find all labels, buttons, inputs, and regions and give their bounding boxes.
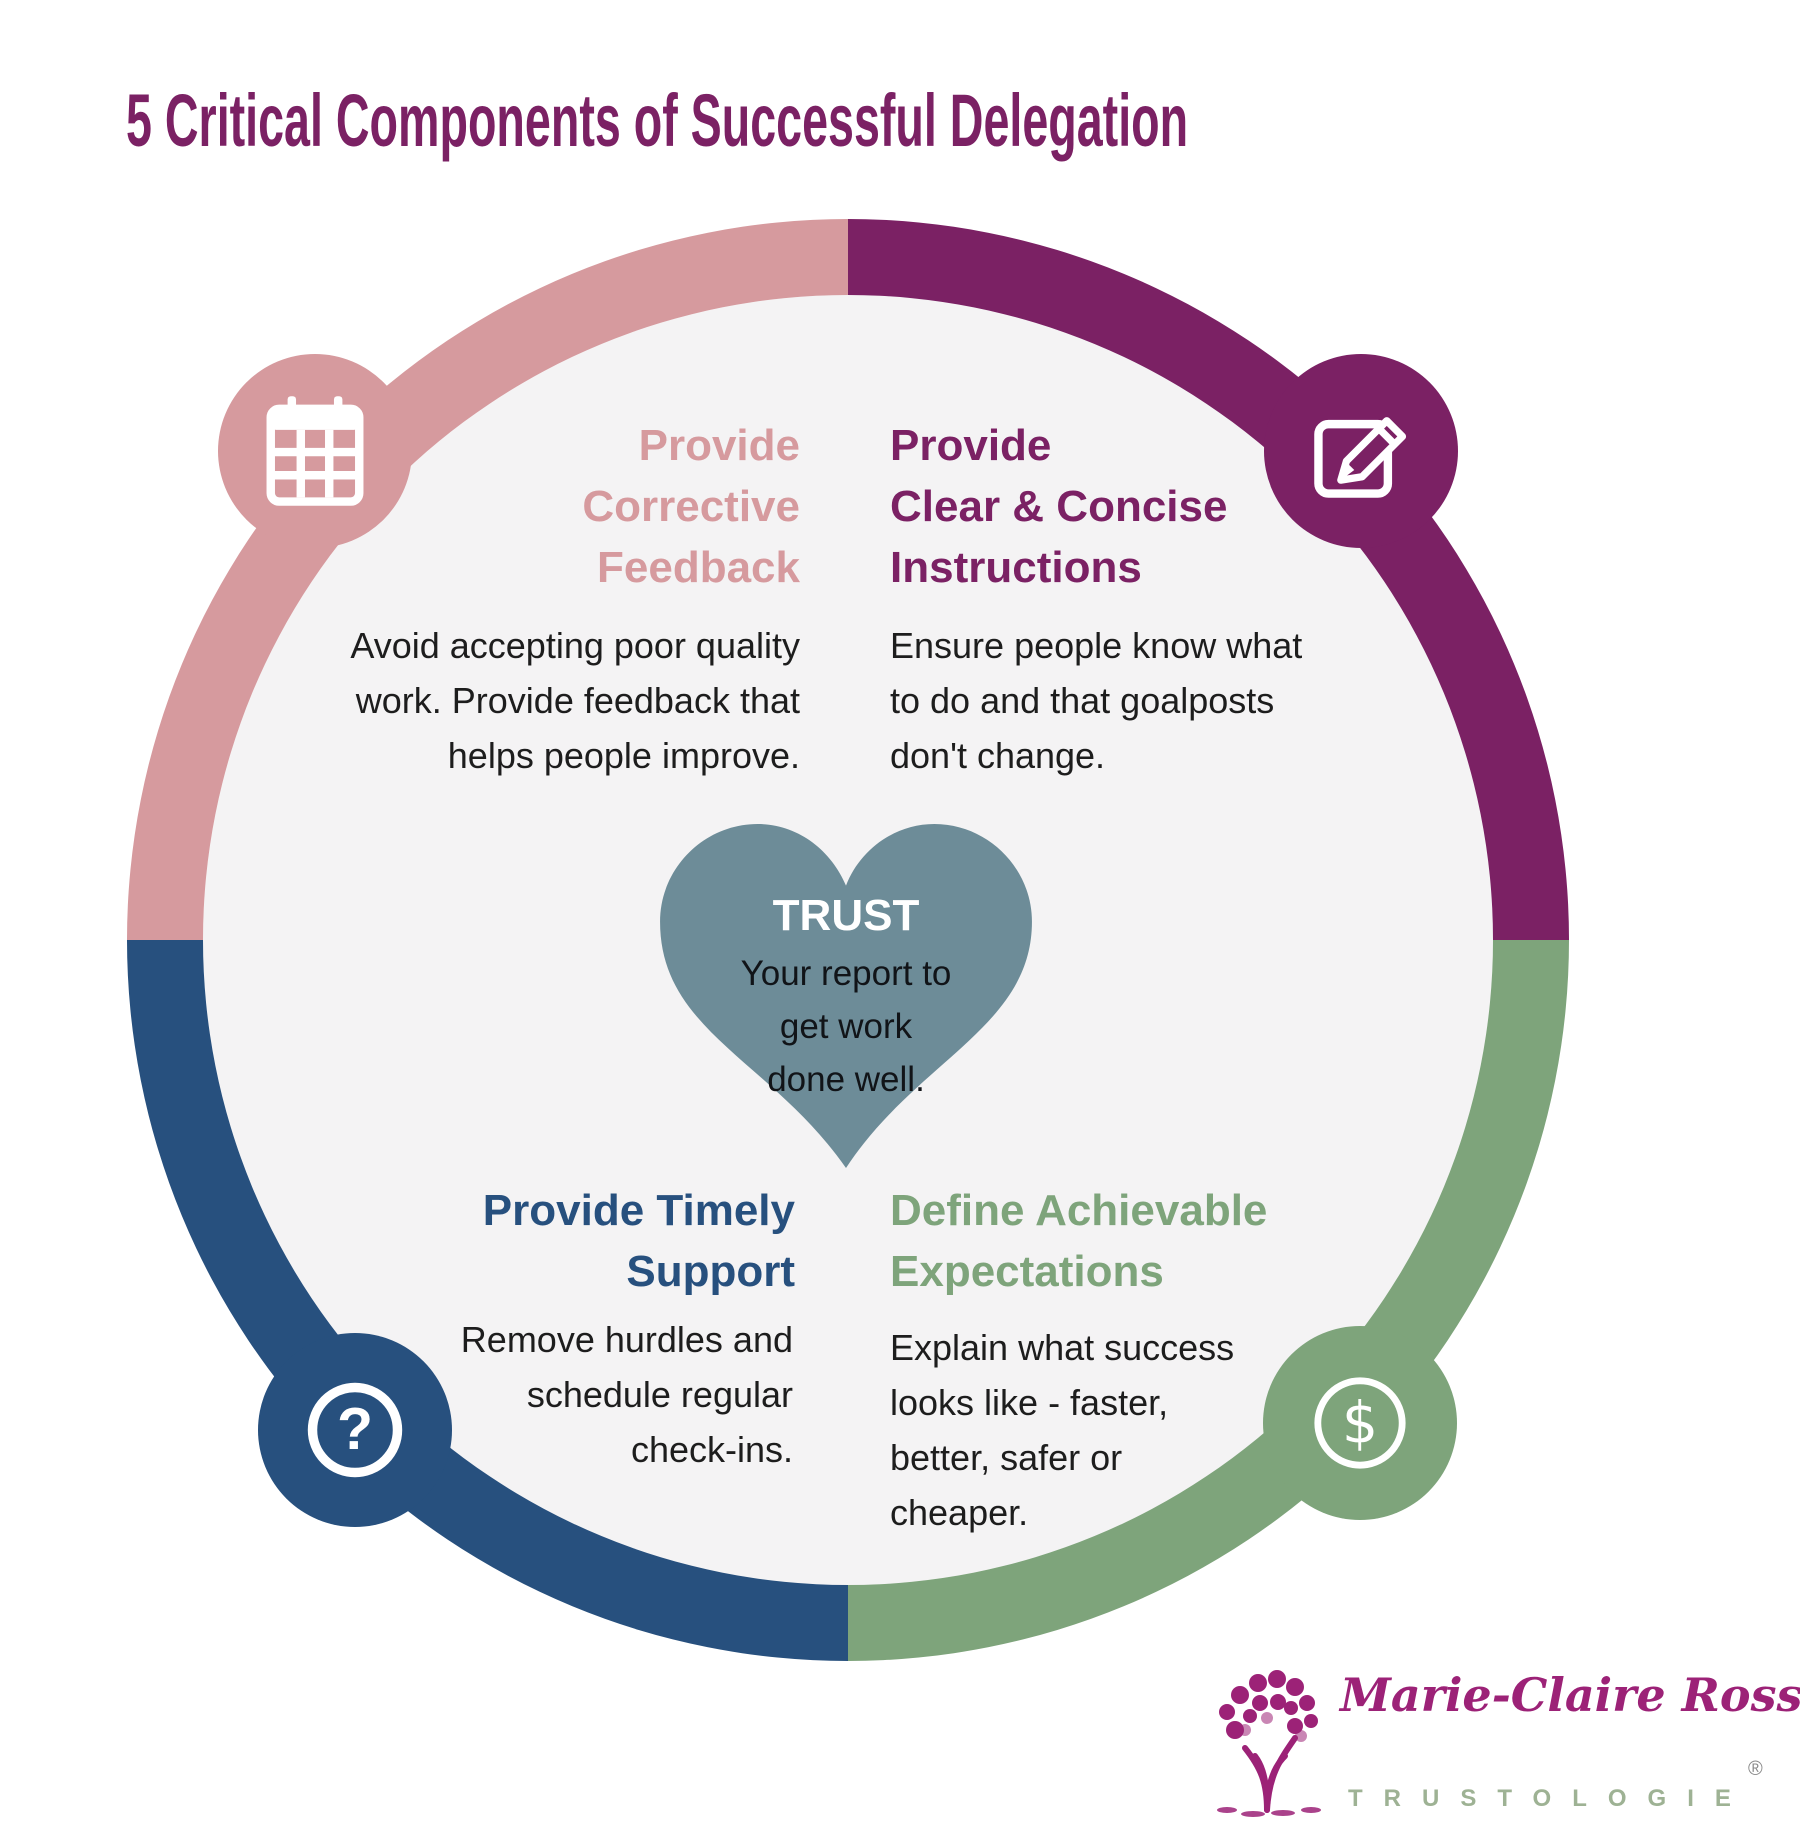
trust-heart-text: TRUST Your report to get work done well.	[646, 891, 1046, 1106]
page-title: 5 Critical Components of Successful Dele…	[126, 79, 1189, 162]
badge-clear-instructions	[1264, 354, 1458, 548]
registered-trademark-icon: ®	[1748, 1758, 1763, 1780]
ring-segment-top-right	[848, 219, 1569, 940]
brand-logo: Marie-Claire Ross ® TRUSTOLOGIE	[1200, 1650, 1800, 1830]
question-glyph: ?	[337, 1396, 373, 1462]
trust-heading: TRUST	[772, 891, 920, 940]
logo-wordmark-text: TRUSTOLOGIE	[1348, 1785, 1752, 1812]
logo-name-text: Marie-Claire Ross	[1340, 1668, 1800, 1722]
badge-timely-support: ?	[258, 1333, 452, 1527]
dollar-glyph: $	[1342, 1390, 1378, 1456]
ring-segment-bottom-right	[848, 940, 1569, 1661]
heading-timely-support: Provide Timely Support	[482, 1186, 795, 1296]
edit-icon	[1314, 417, 1407, 498]
tree-logo-icon	[1217, 1670, 1321, 1817]
heading-clear-instructions: Provide Clear & Concise Instructions	[890, 421, 1228, 592]
heading-achievable-expectations: Define Achievable Expectations	[890, 1186, 1268, 1296]
body-clear-instructions: Ensure people know what to do and that g…	[890, 625, 1303, 776]
heading-corrective-feedback: Provide Corrective Feedback	[582, 421, 800, 592]
body-corrective-feedback: Avoid accepting poor quality work. Provi…	[350, 625, 800, 776]
calendar-icon	[266, 396, 364, 506]
badge-achievable-expectations: $	[1263, 1326, 1457, 1520]
trust-body: Your report to get work done well.	[740, 954, 952, 1099]
body-timely-support: Remove hurdles and schedule regular chec…	[460, 1319, 793, 1470]
ring-segment-bottom-left	[127, 940, 848, 1661]
ring-segment-top-left	[127, 219, 848, 940]
badge-corrective-feedback	[218, 354, 412, 548]
body-achievable-expectations: Explain what success looks like - faster…	[890, 1327, 1235, 1533]
trust-heart-shape	[660, 824, 1032, 1168]
heart-fill	[660, 824, 1032, 1168]
question-icon: ?	[307, 1382, 403, 1478]
dollar-icon: $	[1314, 1377, 1406, 1469]
